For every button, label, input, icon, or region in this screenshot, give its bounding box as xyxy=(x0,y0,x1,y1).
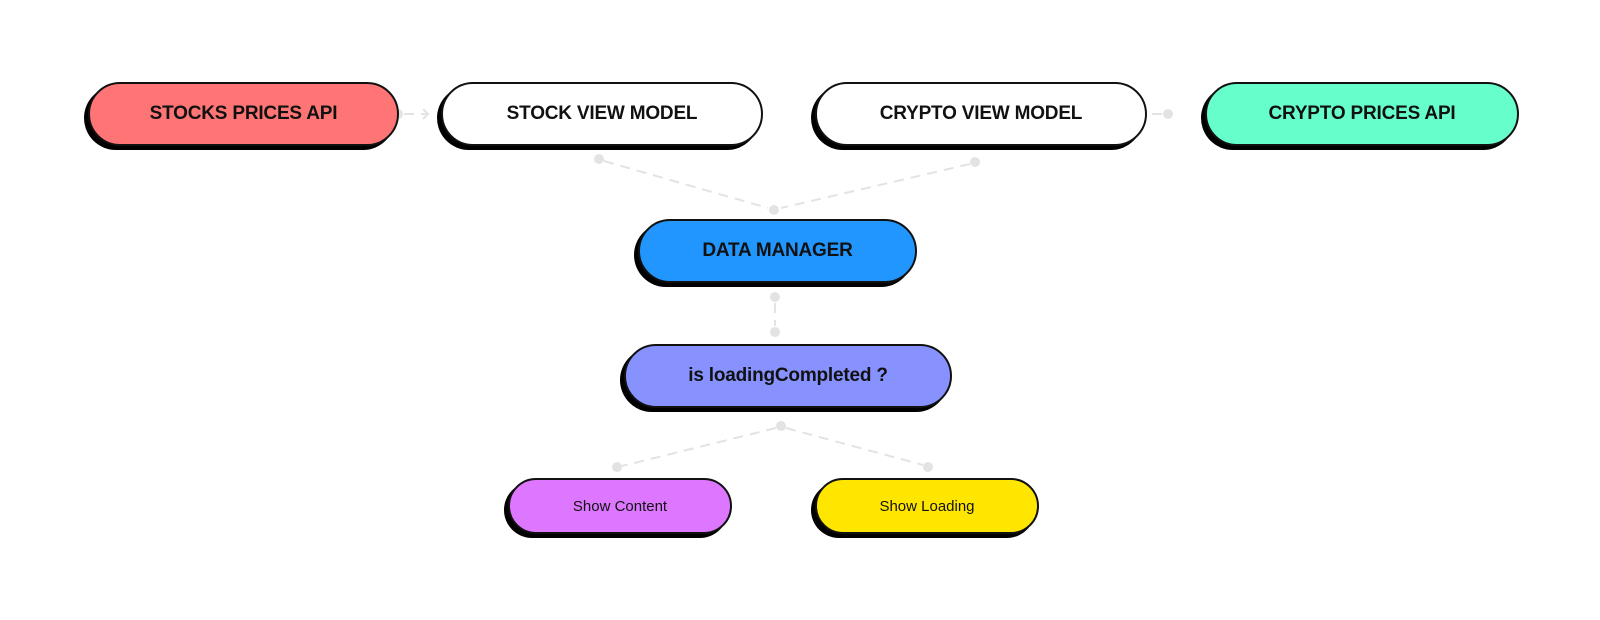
connector-dot xyxy=(923,462,933,472)
connector-dot xyxy=(970,157,980,167)
arrow-head-icon xyxy=(422,108,430,120)
connector-line xyxy=(603,160,769,209)
node-label: STOCKS PRICES API xyxy=(149,103,338,124)
node-data-manager[interactable]: DATA MANAGER xyxy=(638,219,917,283)
connector-dot xyxy=(612,462,622,472)
connector-dot xyxy=(776,421,786,431)
connector-line xyxy=(621,427,777,467)
connector-dot xyxy=(769,205,779,215)
edge-is-loading-completed-to-outcomes xyxy=(612,421,933,472)
node-stock-view-model[interactable]: STOCK VIEW MODEL xyxy=(441,82,763,146)
node-show-content[interactable]: Show Content xyxy=(508,478,732,534)
node-crypto-view-model[interactable]: CRYPTO VIEW MODEL xyxy=(815,82,1147,146)
edge-stock-view-model-to-data-manager xyxy=(594,154,769,209)
node-label: Show Content xyxy=(572,497,668,515)
node-label: is loadingCompleted ? xyxy=(688,365,888,386)
connector-dot xyxy=(770,327,780,337)
connector-dot xyxy=(770,292,780,302)
node-label: Show Loading xyxy=(879,497,975,515)
node-label: CRYPTO VIEW MODEL xyxy=(879,103,1083,124)
node-label: DATA MANAGER xyxy=(702,240,853,261)
node-is-loading-completed[interactable]: is loadingCompleted ? xyxy=(624,344,952,408)
node-label: STOCK VIEW MODEL xyxy=(506,103,698,124)
edge-crypto-view-model-to-data-manager xyxy=(769,157,980,215)
connector-line xyxy=(780,163,971,209)
connector-line xyxy=(785,427,924,466)
connector-dot xyxy=(594,154,604,164)
node-crypto-prices-api[interactable]: CRYPTO PRICES API xyxy=(1205,82,1519,146)
node-show-loading[interactable]: Show Loading xyxy=(815,478,1039,534)
connector-dot xyxy=(1163,109,1173,119)
node-stocks-prices-api[interactable]: STOCKS PRICES API xyxy=(88,82,399,146)
edge-data-manager-to-is-loading-completed xyxy=(770,292,780,337)
node-label: CRYPTO PRICES API xyxy=(1268,103,1456,124)
